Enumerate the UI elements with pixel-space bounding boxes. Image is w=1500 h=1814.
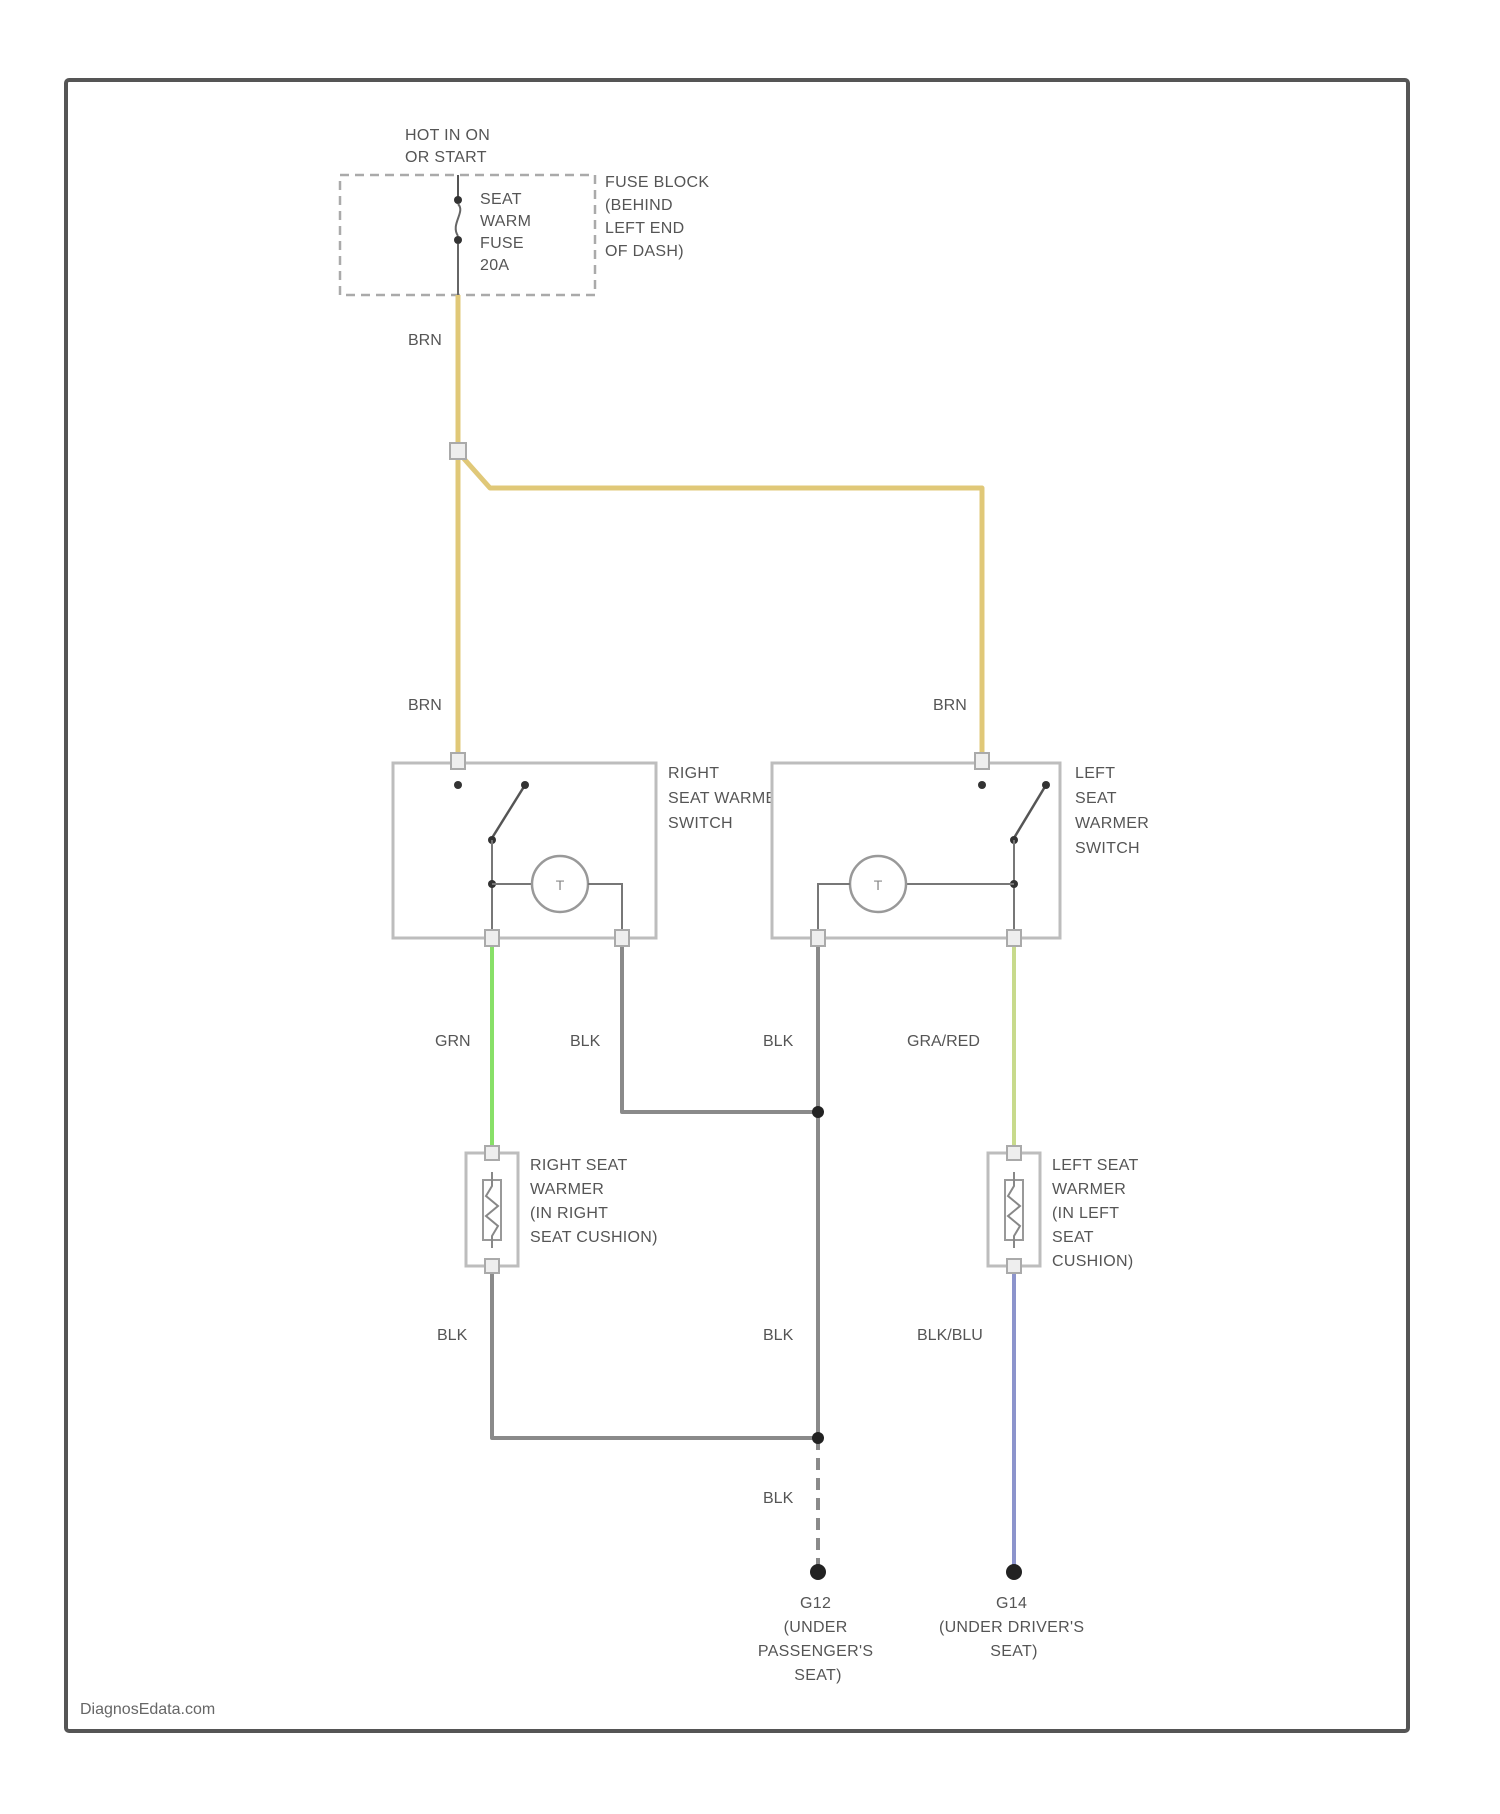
fuse-block-label: FUSE BLOCK (BEHIND LEFT END OF DASH) xyxy=(605,174,714,260)
left-switch-label: LEFT SEAT WARMER SWITCH xyxy=(1075,765,1154,857)
wire-blk-right-switch xyxy=(622,940,818,1112)
fuse-terminal-top xyxy=(454,196,462,204)
right-warmer-line-1: RIGHT SEAT xyxy=(530,1157,627,1174)
right-switch-box xyxy=(393,763,656,938)
right-seat-warmer xyxy=(466,1146,518,1273)
hot-label: HOT IN ON OR START xyxy=(405,127,495,166)
splice-brn xyxy=(450,443,466,459)
right-switch-contact-top xyxy=(454,781,462,789)
left-warmer-line-3: (IN LEFT xyxy=(1052,1205,1119,1222)
g12-line-3: PASSENGER'S xyxy=(758,1643,873,1660)
right-switch-blade-end xyxy=(521,781,529,789)
junction-dot-upper xyxy=(812,1106,824,1118)
g14-line-3: SEAT) xyxy=(990,1643,1037,1660)
fuse-block-line-2: (BEHIND xyxy=(605,197,673,214)
wire-label-blk-ground: BLK xyxy=(763,1490,794,1507)
wire-label-gra-red: GRA/RED xyxy=(907,1033,980,1050)
wire-brn-branch xyxy=(458,452,982,760)
right-switch-line-1: RIGHT xyxy=(668,765,719,782)
left-warmer-line-1: LEFT SEAT xyxy=(1052,1157,1139,1174)
wire-label-blk-right-warmer: BLK xyxy=(437,1327,468,1344)
right-switch-lamp-symbol: T xyxy=(556,877,565,893)
right-switch-connector-bottom-left xyxy=(485,930,499,946)
right-warmer-connector-bottom xyxy=(485,1259,499,1273)
right-warmer-line-3: (IN RIGHT xyxy=(530,1205,608,1222)
fuse-block-line-3: LEFT END xyxy=(605,220,684,237)
wire-blk-right-warmer xyxy=(492,1265,818,1438)
fuse-block xyxy=(340,175,595,295)
g12-line-2: (UNDER xyxy=(784,1619,848,1636)
left-switch-box xyxy=(772,763,1060,938)
fuse-line-3: FUSE xyxy=(480,235,524,252)
fuse-block-outline xyxy=(340,175,595,295)
fuse-line-2: WARM xyxy=(480,213,531,230)
fuse-block-line-1: FUSE BLOCK xyxy=(605,174,709,191)
left-warmer-line-2: WARMER xyxy=(1052,1181,1126,1198)
right-switch-line-3: SWITCH xyxy=(668,815,733,832)
left-switch-blade-end xyxy=(1042,781,1050,789)
right-warmer-label: RIGHT SEAT WARMER (IN RIGHT SEAT CUSHION… xyxy=(530,1157,658,1246)
ground-g14 xyxy=(1006,1564,1022,1580)
left-seat-warmer xyxy=(988,1146,1040,1273)
right-switch-connector-top xyxy=(451,753,465,769)
left-switch-connector-bottom-left xyxy=(811,930,825,946)
left-switch-connector-top xyxy=(975,753,989,769)
junction-dot-lower xyxy=(812,1432,824,1444)
left-switch-line-1: LEFT xyxy=(1075,765,1115,782)
wire-label-brn-left-switch: BRN xyxy=(933,697,967,714)
fuse-block-line-4: OF DASH) xyxy=(605,243,684,260)
left-switch-lamp-symbol: T xyxy=(874,877,883,893)
left-switch-line-3: WARMER xyxy=(1075,815,1149,832)
left-switch-line-2: SEAT xyxy=(1075,790,1117,807)
ground-g12 xyxy=(810,1564,826,1580)
wire-label-blk-left-switch: BLK xyxy=(763,1033,794,1050)
fuse-line-4: 20A xyxy=(480,257,509,274)
wire-label-blk-center: BLK xyxy=(763,1327,794,1344)
diagram-frame xyxy=(66,80,1408,1731)
left-switch-contact-top xyxy=(978,781,986,789)
hot-line-2: OR START xyxy=(405,149,487,166)
left-warmer-line-4: SEAT xyxy=(1052,1229,1094,1246)
hot-line-1: HOT IN ON xyxy=(405,127,490,144)
fuse-element xyxy=(456,204,461,236)
left-seat-warmer-switch: T xyxy=(772,753,1060,946)
left-switch-line-4: SWITCH xyxy=(1075,840,1140,857)
g14-line-1: G14 xyxy=(996,1595,1027,1612)
ground-g12-label: G12 (UNDER PASSENGER'S SEAT) xyxy=(758,1595,878,1684)
wire-label-blk-right-switch: BLK xyxy=(570,1033,601,1050)
g12-line-4: SEAT) xyxy=(794,1667,841,1684)
credit-watermark: DiagnosEdata.com xyxy=(80,1701,215,1718)
ground-g14-label: G14 (UNDER DRIVER'S SEAT) xyxy=(939,1595,1089,1660)
wire-label-brn-right-switch: BRN xyxy=(408,697,442,714)
left-warmer-label: LEFT SEAT WARMER (IN LEFT SEAT CUSHION) xyxy=(1052,1157,1143,1270)
g14-line-2: (UNDER DRIVER'S xyxy=(939,1619,1084,1636)
left-warmer-line-5: CUSHION) xyxy=(1052,1253,1134,1270)
right-switch-line-2: SEAT WARMER xyxy=(668,790,788,807)
left-warmer-connector-top xyxy=(1007,1146,1021,1160)
right-warmer-line-4: SEAT CUSHION) xyxy=(530,1229,658,1246)
right-seat-warmer-switch: T xyxy=(393,753,656,946)
fuse-terminal-bottom xyxy=(454,236,462,244)
right-warmer-connector-top xyxy=(485,1146,499,1160)
left-warmer-connector-bottom xyxy=(1007,1259,1021,1273)
left-switch-connector-bottom-right xyxy=(1007,930,1021,946)
wire-label-blk-blu: BLK/BLU xyxy=(917,1327,983,1344)
g12-line-1: G12 xyxy=(800,1595,831,1612)
right-switch-connector-bottom-right xyxy=(615,930,629,946)
wire-label-grn: GRN xyxy=(435,1033,471,1050)
fuse-line-1: SEAT xyxy=(480,191,522,208)
fuse-label: SEAT WARM FUSE 20A xyxy=(480,191,536,274)
right-warmer-line-2: WARMER xyxy=(530,1181,604,1198)
wire-label-brn-top: BRN xyxy=(408,332,442,349)
